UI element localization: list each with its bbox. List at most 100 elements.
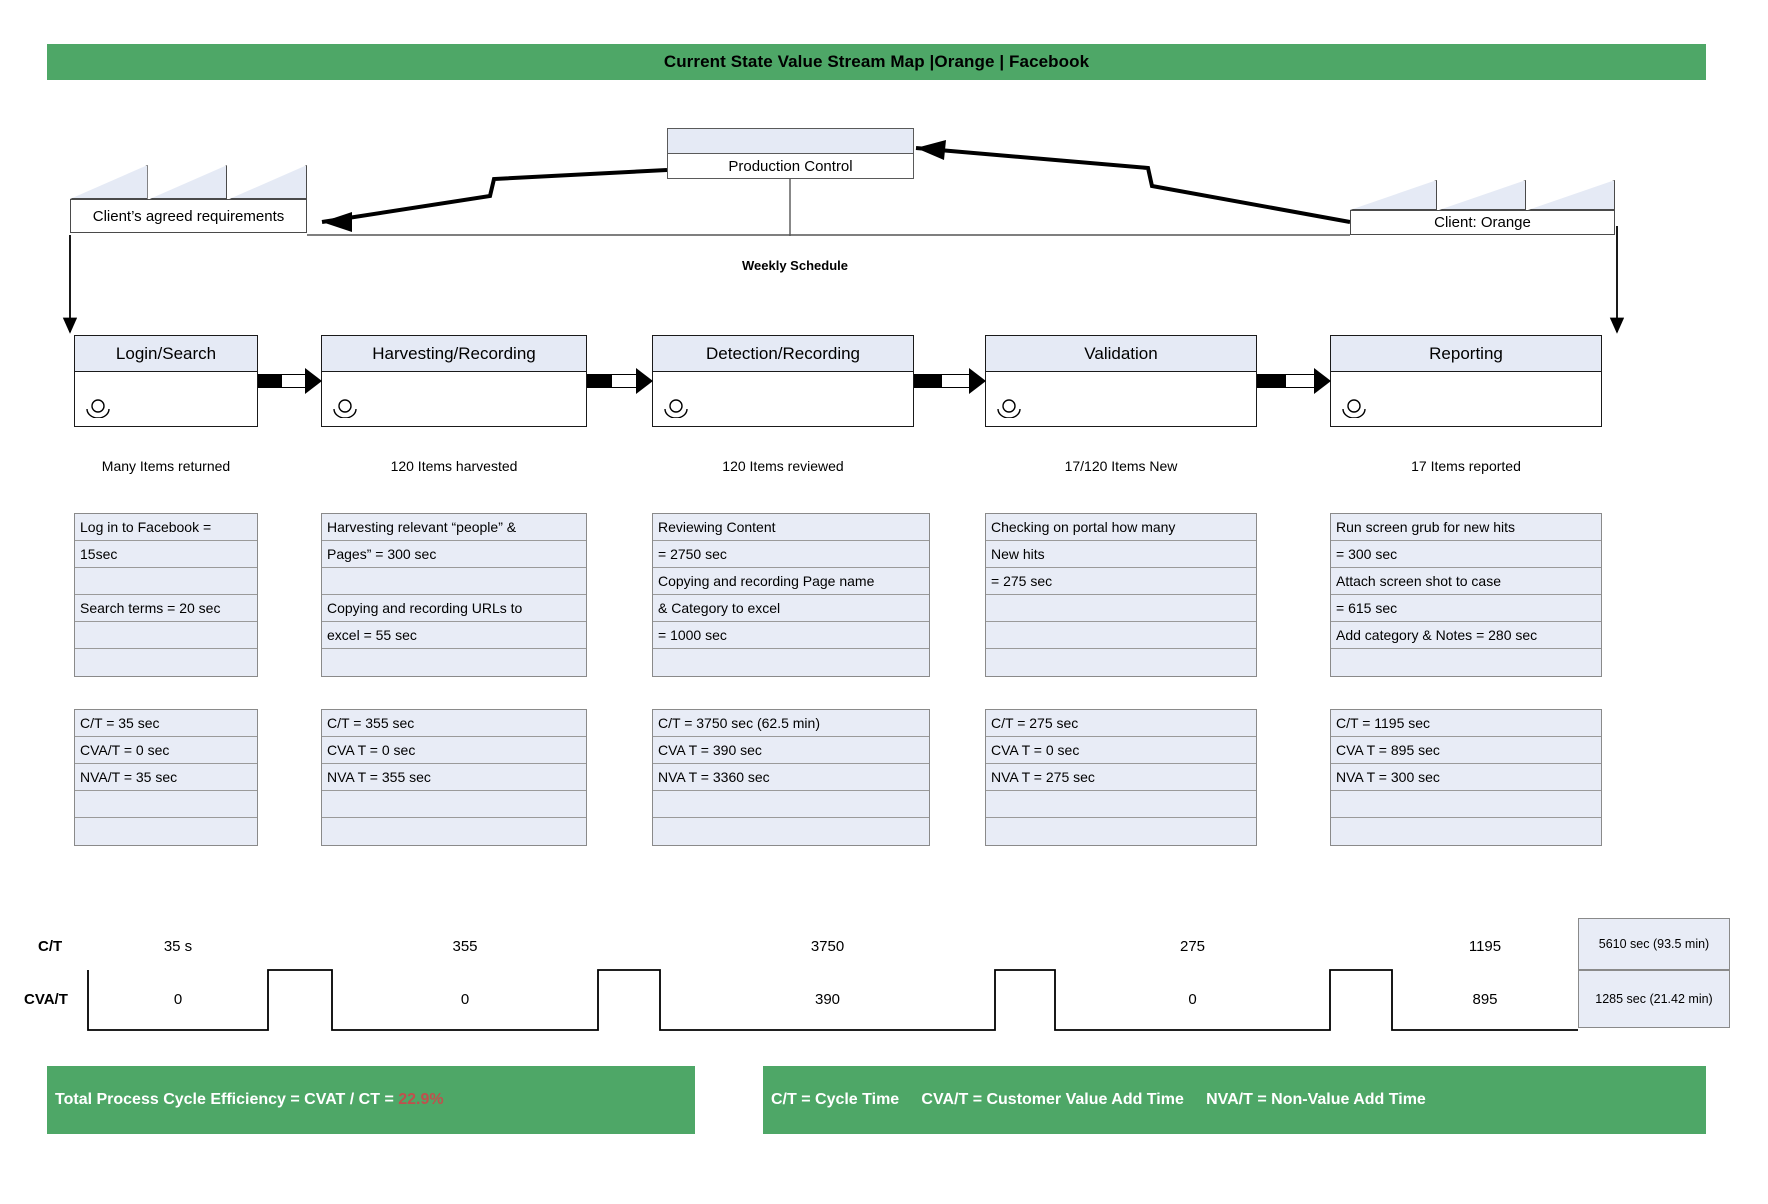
- detail-row: [986, 622, 1256, 649]
- process-box-harvesting-recording[interactable]: Harvesting/Recording: [321, 335, 587, 427]
- process-title: Detection/Recording: [653, 336, 913, 372]
- detail-row: [653, 649, 929, 676]
- detail-row: Attach screen shot to case: [1331, 568, 1601, 595]
- detail-row: Log in to Facebook =: [75, 514, 257, 541]
- detail-row: Checking on portal how many: [986, 514, 1256, 541]
- metric-row: [986, 791, 1256, 818]
- timeline-cvat-value: 895: [1472, 991, 1498, 1008]
- push-arrow-2: [587, 368, 653, 394]
- operator-icon: [664, 399, 688, 418]
- detail-row: = 615 sec: [1331, 595, 1601, 622]
- operator-icon: [997, 399, 1021, 418]
- process-box-login-search[interactable]: Login/Search: [74, 335, 258, 427]
- metrics-table-validation: C/T = 275 sec CVA T = 0 sec NVA T = 275 …: [985, 709, 1257, 846]
- detail-row: [75, 649, 257, 676]
- metric-row: NVA T = 275 sec: [986, 764, 1256, 791]
- item-count-harvesting: 120 Items harvested: [390, 458, 518, 474]
- metric-row: C/T = 355 sec: [322, 710, 586, 737]
- efficiency-value: 22.9%: [398, 1091, 444, 1108]
- efficiency-prefix: Total Process Cycle Efficiency = CVAT / …: [55, 1091, 399, 1108]
- metrics-table-harvesting: C/T = 355 sec CVA T = 0 sec NVA T = 355 …: [321, 709, 587, 846]
- detail-row: = 300 sec: [1331, 541, 1601, 568]
- metric-row: NVA/T = 35 sec: [75, 764, 257, 791]
- timeline-ct-value: 355: [452, 938, 478, 955]
- operator-icon: [333, 399, 357, 418]
- process-title: Harvesting/Recording: [322, 336, 586, 372]
- metric-row: CVA T = 895 sec: [1331, 737, 1601, 764]
- metric-row: NVA T = 300 sec: [1331, 764, 1601, 791]
- item-count-login-search: Many Items returned: [101, 458, 231, 474]
- process-box-validation[interactable]: Validation: [985, 335, 1257, 427]
- process-title: Validation: [986, 336, 1256, 372]
- legend-text: C/T = Cycle Time CVA/T = Customer Value …: [771, 1091, 1426, 1108]
- production-control-header: [668, 129, 913, 154]
- timeline-cvat-value: 390: [814, 991, 841, 1008]
- production-control-box: Production Control: [667, 128, 914, 179]
- operator-icon: [1342, 399, 1366, 418]
- detail-row: [75, 568, 257, 595]
- push-arrow-1: [258, 368, 322, 394]
- process-title: Reporting: [1331, 336, 1601, 372]
- detail-table-harvesting: Harvesting relevant “people” & Pages” = …: [321, 513, 587, 677]
- detail-row: [322, 568, 586, 595]
- process-title: Login/Search: [75, 336, 257, 372]
- metric-row: [653, 791, 929, 818]
- detail-row: Search terms = 20 sec: [75, 595, 257, 622]
- metric-row: CVA T = 0 sec: [986, 737, 1256, 764]
- detail-table-reporting: Run screen grub for new hits = 300 sec A…: [1330, 513, 1602, 677]
- detail-row: Copying and recording URLs to: [322, 595, 586, 622]
- metric-row: C/T = 275 sec: [986, 710, 1256, 737]
- push-arrow-3: [914, 368, 986, 394]
- metric-row: CVA T = 390 sec: [653, 737, 929, 764]
- process-box-detection-recording[interactable]: Detection/Recording: [652, 335, 914, 427]
- title-banner: Current State Value Stream Map |Orange |…: [47, 44, 1706, 80]
- timeline-ct-value: 275: [1179, 938, 1206, 955]
- detail-table-validation: Checking on portal how many New hits = 2…: [985, 513, 1257, 677]
- detail-row: excel = 55 sec: [322, 622, 586, 649]
- detail-row: & Category to excel: [653, 595, 929, 622]
- timeline-cvat-value: 0: [173, 991, 183, 1008]
- timeline-cvat-label: CVA/T: [24, 991, 68, 1008]
- weekly-schedule-label: Weekly Schedule: [742, 258, 848, 273]
- metric-row: C/T = 35 sec: [75, 710, 257, 737]
- push-arrow-4: [1257, 368, 1331, 394]
- detail-row: Run screen grub for new hits: [1331, 514, 1601, 541]
- metric-row: [986, 818, 1256, 845]
- efficiency-banner: Total Process Cycle Efficiency = CVAT / …: [47, 1066, 695, 1134]
- detail-row: Copying and recording Page name: [653, 568, 929, 595]
- total-cvat-box: 1285 sec (21.42 min): [1578, 970, 1730, 1028]
- metric-row: NVA T = 355 sec: [322, 764, 586, 791]
- detail-row: [986, 595, 1256, 622]
- process-box-reporting[interactable]: Reporting: [1330, 335, 1602, 427]
- detail-row: [986, 649, 1256, 676]
- item-count-detection: 120 Items reviewed: [722, 458, 844, 474]
- detail-row: Pages” = 300 sec: [322, 541, 586, 568]
- page-title: Current State Value Stream Map |Orange |…: [663, 52, 1090, 71]
- detail-row: [75, 622, 257, 649]
- item-count-validation: 17/120 Items New: [1064, 458, 1178, 474]
- timeline-cvat-value: 0: [1188, 991, 1197, 1008]
- timeline-ct-value: 35 s: [163, 938, 193, 955]
- metric-row: CVA/T = 0 sec: [75, 737, 257, 764]
- operator-icon: [86, 399, 110, 418]
- timeline-ct-value: 1195: [1468, 938, 1502, 955]
- detail-row: = 1000 sec: [653, 622, 929, 649]
- customer-label: Client: Orange: [1350, 210, 1615, 235]
- legend-banner: C/T = Cycle Time CVA/T = Customer Value …: [763, 1066, 1706, 1134]
- metrics-table-detection: C/T = 3750 sec (62.5 min) CVA T = 390 se…: [652, 709, 930, 846]
- detail-row: Add category & Notes = 280 sec: [1331, 622, 1601, 649]
- metric-row: [322, 818, 586, 845]
- metric-row: [322, 791, 586, 818]
- metric-row: [75, 791, 257, 818]
- metric-row: NVA T = 3360 sec: [653, 764, 929, 791]
- detail-row: [1331, 649, 1601, 676]
- timeline-ct-value: 3750: [810, 938, 845, 955]
- total-ct-box: 5610 sec (93.5 min): [1578, 918, 1730, 970]
- supplier-roof-icon: [70, 165, 307, 199]
- production-control-label: Production Control: [728, 158, 853, 175]
- metric-row: [1331, 818, 1601, 845]
- detail-row: = 275 sec: [986, 568, 1256, 595]
- supplier-label: Client’s agreed requirements: [70, 199, 307, 233]
- metric-row: [1331, 791, 1601, 818]
